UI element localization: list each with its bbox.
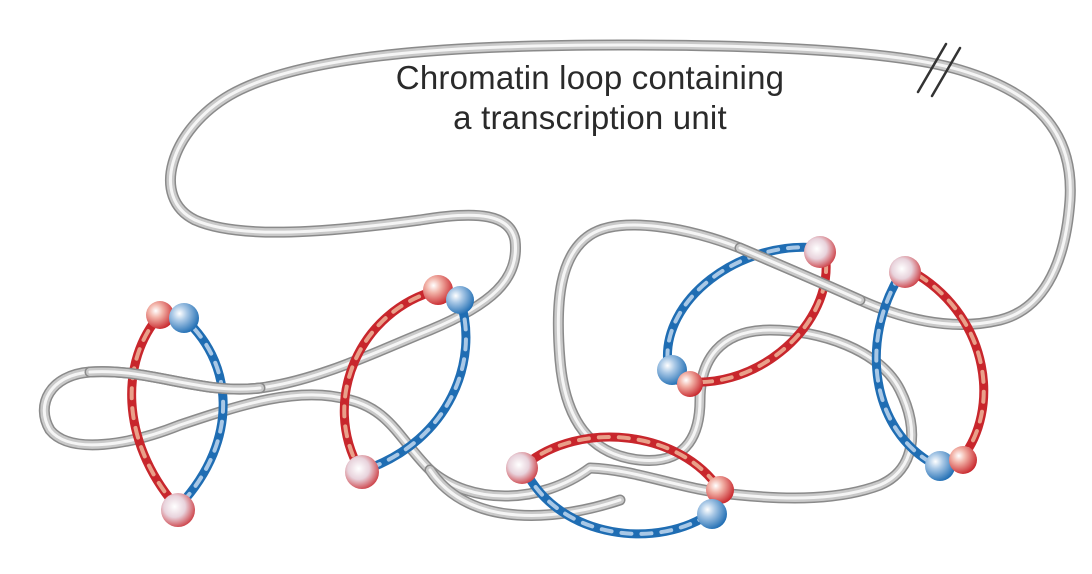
break-mark-icon [916, 42, 962, 98]
polymerase-sphere-icon [506, 452, 538, 484]
polymerase-sphere-icon [925, 451, 955, 481]
polymerase-sphere-icon [706, 476, 734, 504]
polymerase-sphere-icon [949, 446, 977, 474]
caption-line-1: Chromatin loop containing [395, 59, 785, 96]
polymerase-sphere-icon [446, 286, 474, 314]
chromatin-fiber-front [84, 242, 866, 395]
transcription-loop-4 [657, 236, 836, 397]
polymerase-sphere-icon [889, 256, 921, 288]
polymerase-sphere-icon [697, 499, 727, 529]
polymerase-sphere-icon [161, 493, 195, 527]
polymerase-sphere-icon [146, 301, 174, 329]
transcription-loop-2 [339, 275, 474, 489]
diagram-caption: Chromatin loop containing a transcriptio… [330, 58, 850, 138]
caption-line-2: a transcription unit [453, 99, 727, 136]
polymerase-sphere-icon [423, 275, 453, 305]
transcription-loop-3 [506, 432, 734, 539]
transcription-loop-1 [127, 301, 228, 527]
polymerase-sphere-icon [169, 303, 199, 333]
polymerase-sphere-icon [804, 236, 836, 268]
transcription-loop-5 [871, 256, 989, 481]
polymerase-sphere-icon [345, 455, 379, 489]
chromatin-fiber [44, 45, 1070, 521]
polymerase-sphere-icon [677, 371, 703, 397]
